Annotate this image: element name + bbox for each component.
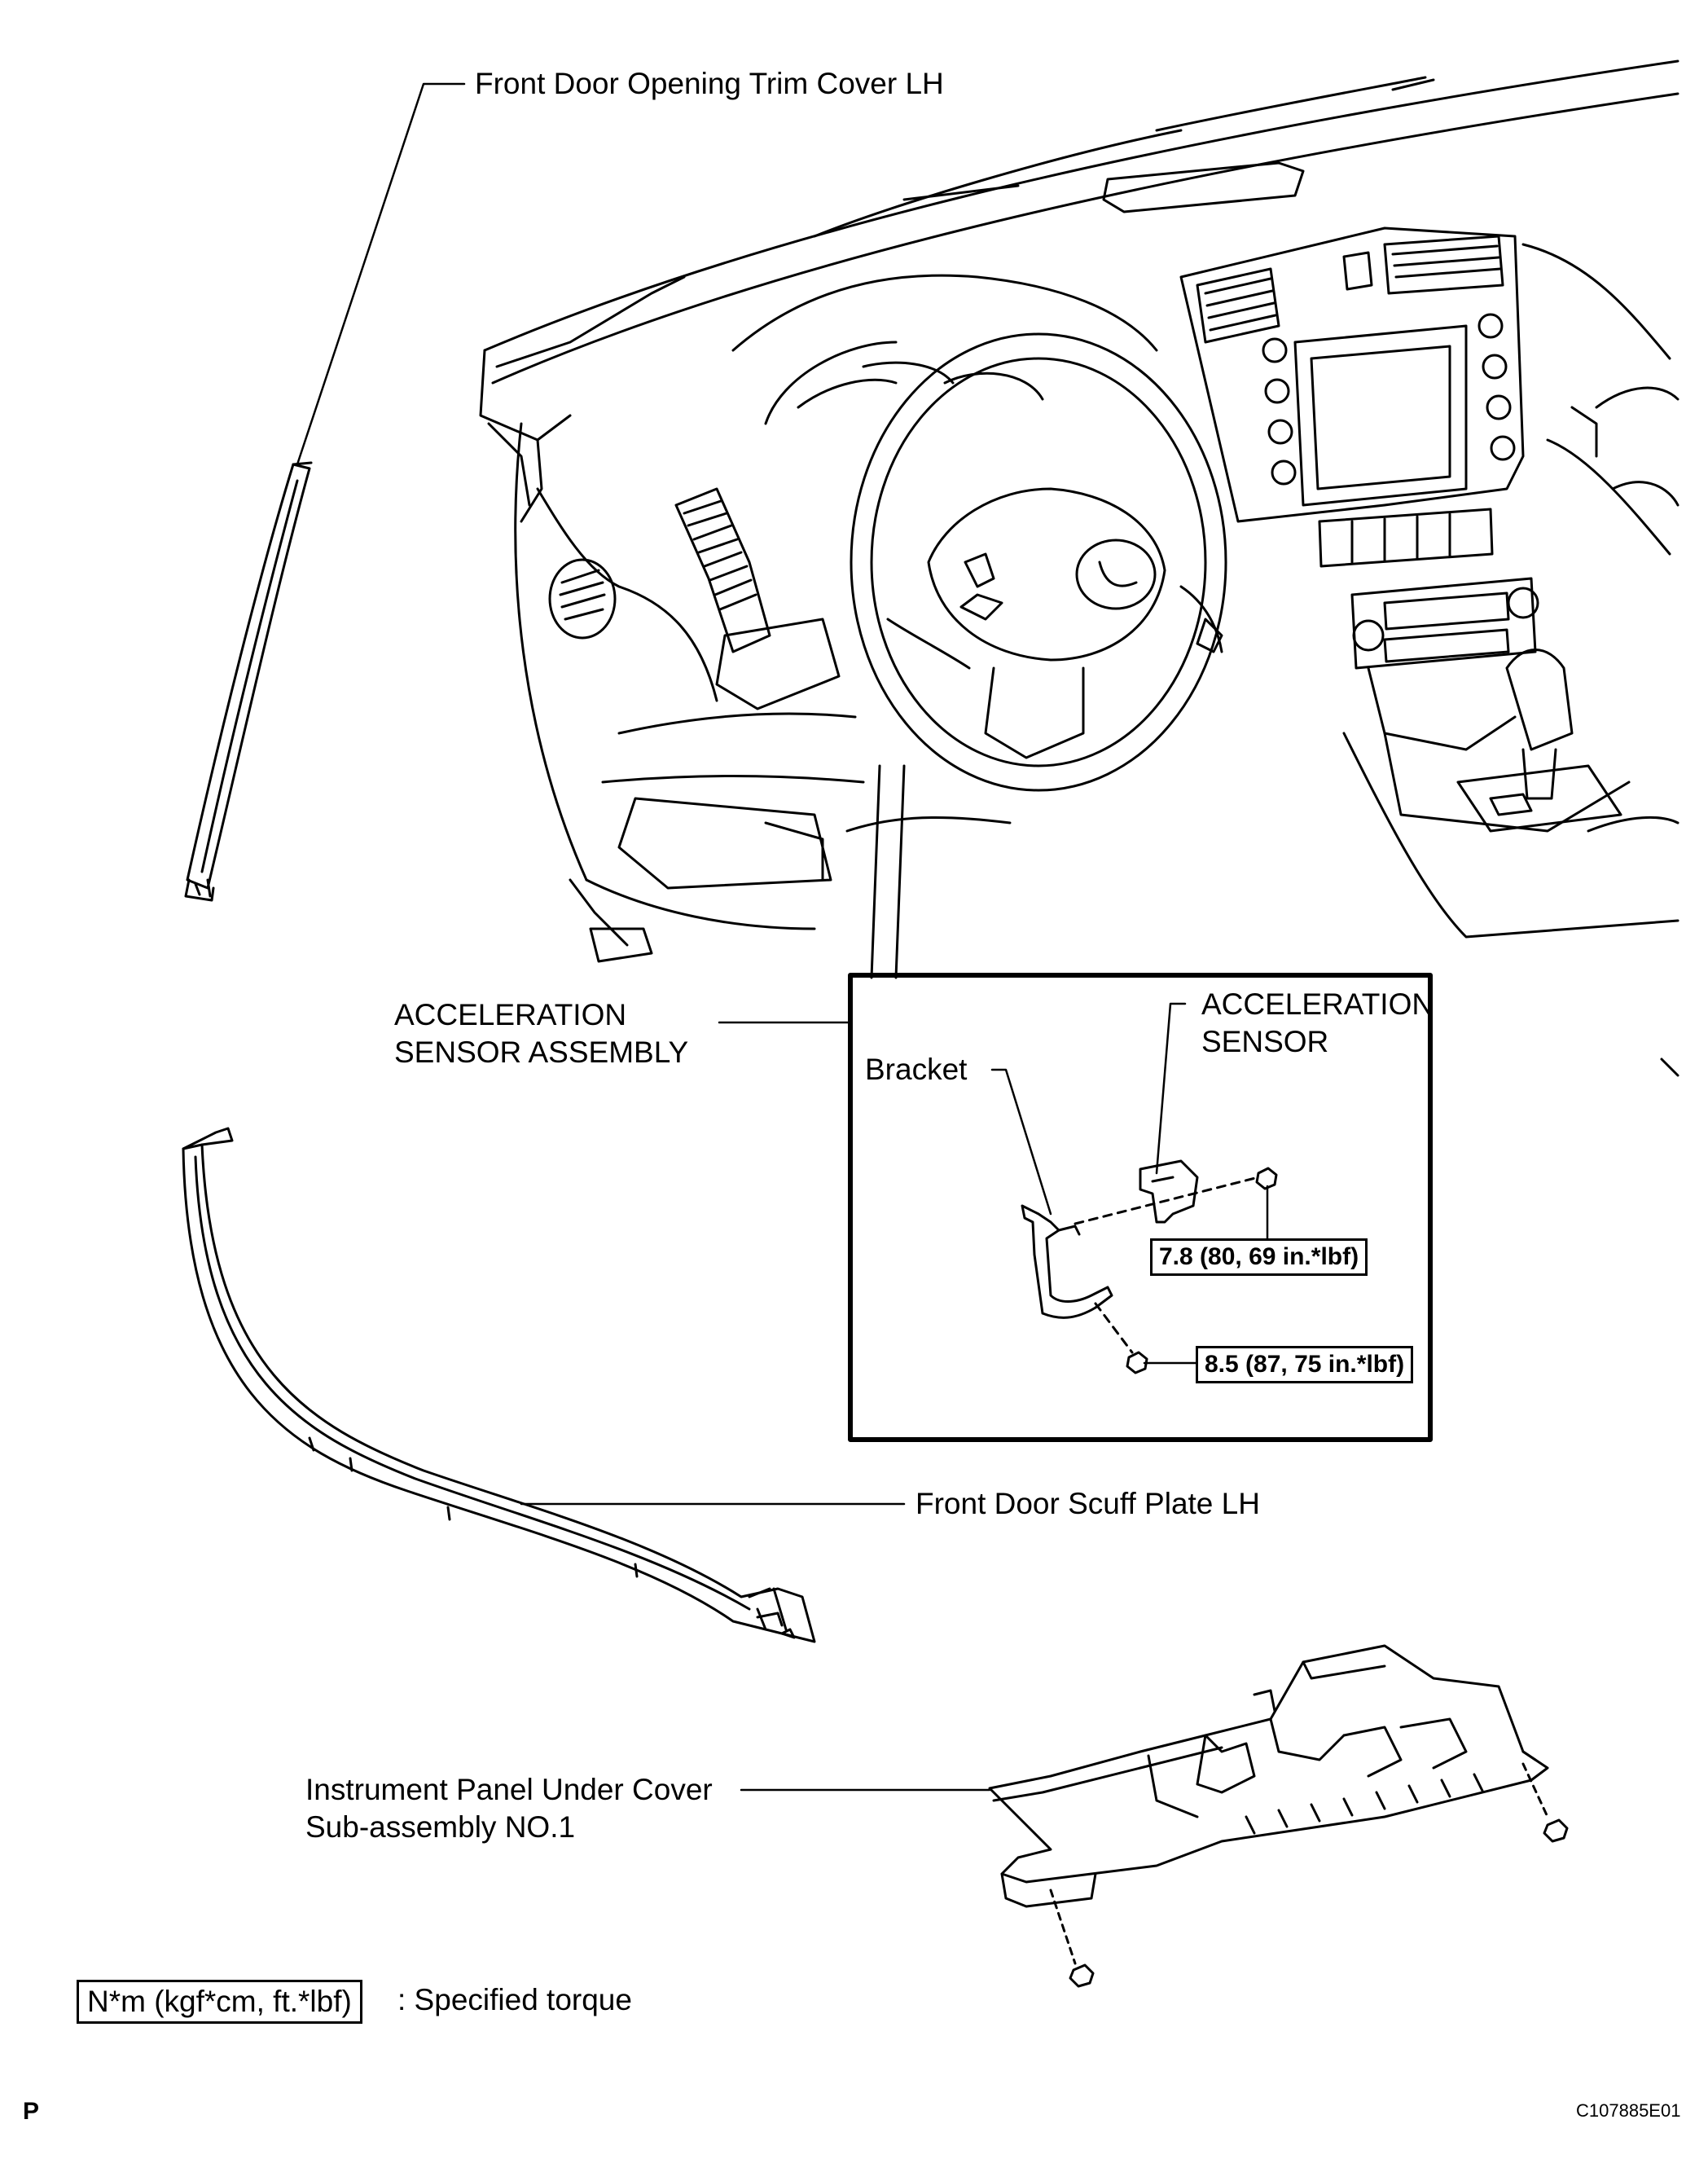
torque-unit-legend-box: N*m (kgf*cm, ft.*lbf) [77,1980,362,2024]
label-acceleration-sensor-assembly-line2: SENSOR ASSEMBLY [394,1036,689,1069]
label-instrument-panel-under-cover-line2: Sub-assembly NO.1 [305,1810,576,1844]
dashboard-drawing [479,59,1679,1077]
label-acceleration-sensor-line1: ACCELERATION [1201,987,1434,1021]
page-marker: P [23,2098,40,2125]
label-instrument-panel-under-cover-line1: Instrument Panel Under Cover [305,1773,713,1806]
torque-legend-description: : Specified torque [397,1983,632,2016]
figure-code: C107885E01 [1576,2100,1681,2121]
torque-sensor-nut: 7.8 (80, 69 in.*lbf) [1150,1238,1368,1276]
label-bracket: Bracket [865,1053,968,1086]
label-front-door-opening-trim-cover: Front Door Opening Trim Cover LH [475,67,944,100]
leader-lines [296,82,1269,1792]
label-acceleration-sensor-line2: SENSOR [1201,1025,1329,1058]
torque-bracket-nut: 8.5 (87, 75 in.*lbf) [1196,1346,1414,1383]
acceleration-sensor-detail [1021,1159,1278,1374]
detail-inset-box [848,973,1433,1442]
label-acceleration-sensor-assembly-line1: ACCELERATION [394,998,627,1031]
front-door-scuff-plate-part [182,1127,816,1643]
label-front-door-scuff-plate: Front Door Scuff Plate LH [915,1487,1260,1520]
instrument-panel-under-cover-part [988,1644,1569,1988]
front-door-opening-trim-cover-part [184,461,313,902]
